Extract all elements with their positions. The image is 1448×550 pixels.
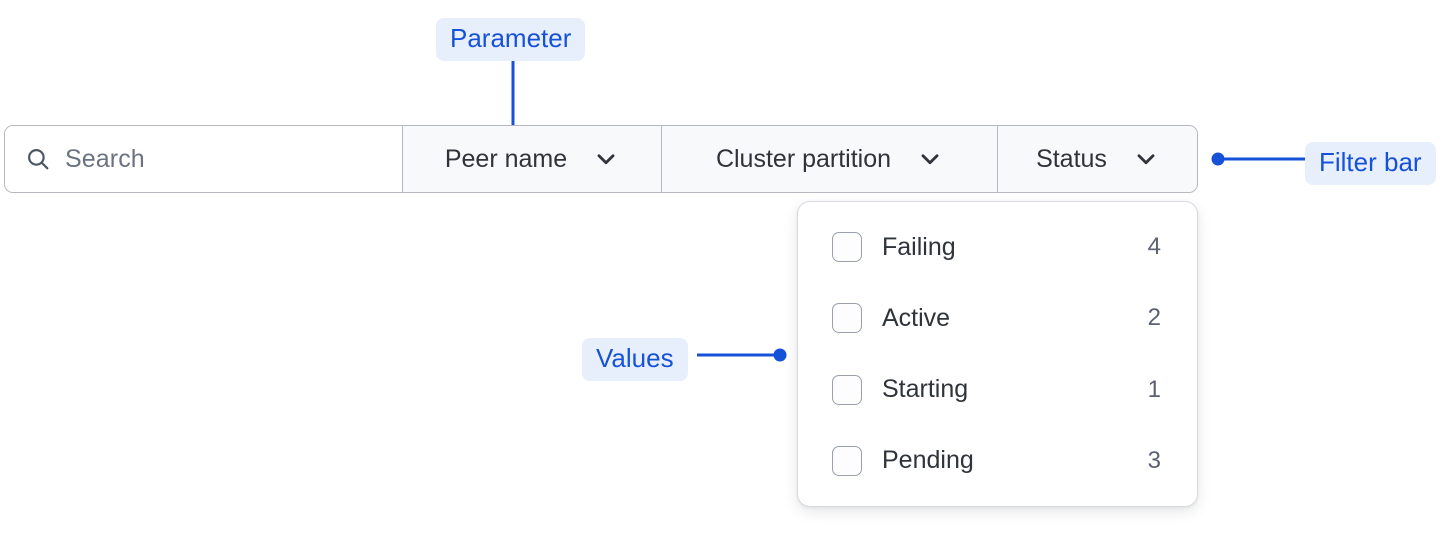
search-input[interactable]: Search <box>5 126 403 192</box>
dropdown-option-label: Failing <box>882 232 956 261</box>
dropdown-option-count: 3 <box>1147 446 1161 474</box>
dropdown-option-starting[interactable]: Starting 1 <box>832 367 1161 413</box>
dropdown-option-label: Active <box>882 303 951 332</box>
chevron-down-icon <box>597 154 615 165</box>
annotation-label-parameter: Parameter <box>436 18 586 61</box>
search-icon <box>28 149 49 170</box>
checkbox-icon[interactable] <box>832 445 862 476</box>
filter-segment-peer-name[interactable]: Peer name <box>403 126 662 192</box>
filter-segment-cluster-partition[interactable]: Cluster partition <box>662 126 998 192</box>
dropdown-option-label: Pending <box>882 446 974 475</box>
status-dropdown-panel: Failing 4 Active 2 Starting 1 Pending 3 <box>797 201 1198 507</box>
annotation-label-filter-bar: Filter bar <box>1305 142 1436 185</box>
filter-segment-label: Peer name <box>444 144 568 173</box>
chevron-down-icon <box>921 154 939 165</box>
annotation-label-values: Values <box>582 338 688 381</box>
checkbox-icon[interactable] <box>832 232 862 262</box>
chevron-down-icon <box>1137 154 1155 165</box>
dropdown-option-pending[interactable]: Pending 3 <box>832 438 1161 484</box>
filter-bar: Search Peer name Cluster partition Statu… <box>4 125 1198 193</box>
dropdown-option-active[interactable]: Active 2 <box>832 295 1161 341</box>
filter-segment-label: Cluster partition <box>715 144 892 173</box>
dropdown-option-count: 1 <box>1147 375 1161 403</box>
filter-segment-label: Status <box>1036 144 1107 173</box>
checkbox-icon[interactable] <box>832 303 862 334</box>
dropdown-option-count: 2 <box>1147 304 1161 332</box>
search-placeholder: Search <box>65 144 145 173</box>
dropdown-option-label: Starting <box>882 375 969 404</box>
dropdown-option-count: 4 <box>1147 233 1161 260</box>
checkbox-icon[interactable] <box>832 374 862 405</box>
dropdown-option-failing[interactable]: Failing 4 <box>832 224 1161 270</box>
filter-segment-status[interactable]: Status <box>998 126 1197 192</box>
